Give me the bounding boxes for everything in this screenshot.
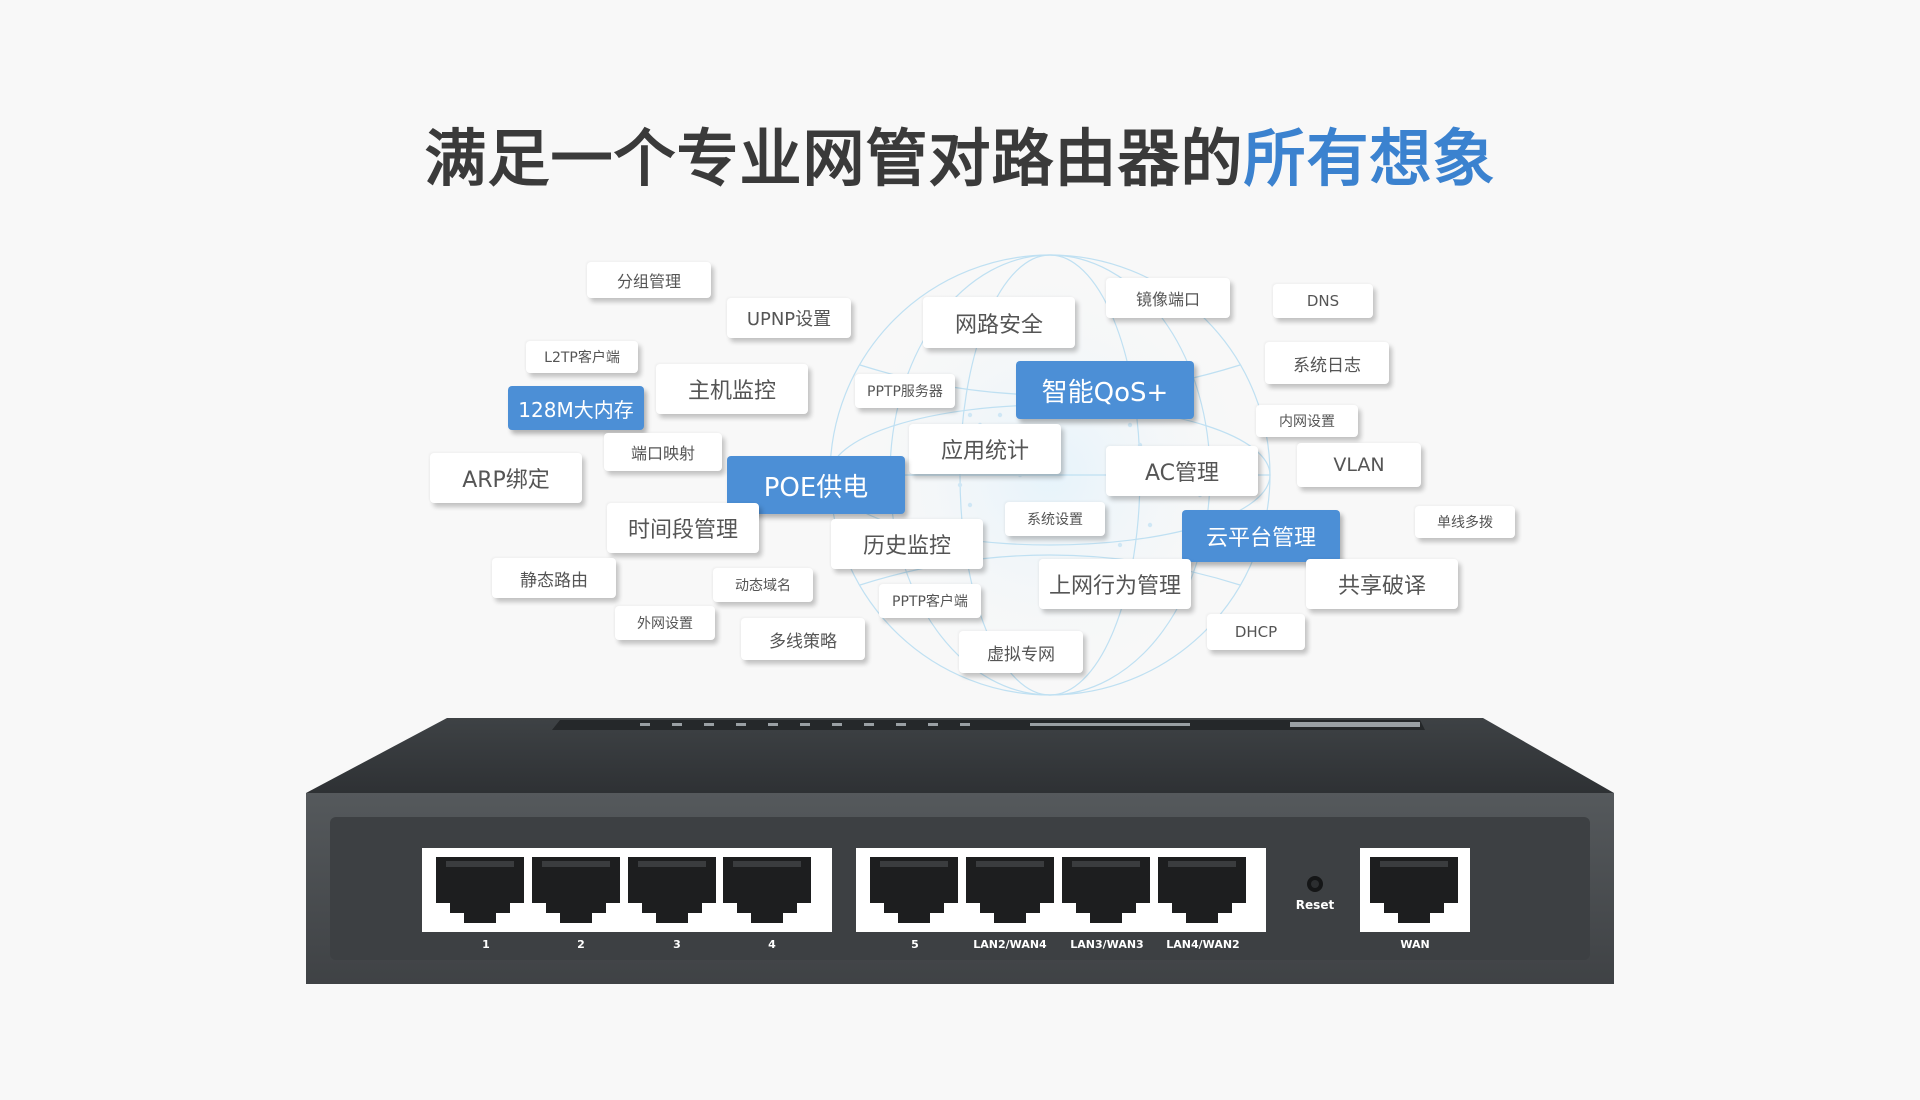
headline-highlight: 所有想象	[1243, 122, 1496, 195]
port-label: 2	[577, 938, 585, 951]
feature-tag: 多线策略	[741, 618, 865, 660]
headline: 满足一个专业网管对路由器的所有想象	[0, 108, 1920, 198]
port-label: LAN2/WAN4	[973, 938, 1047, 951]
reset-label: Reset	[1295, 898, 1335, 912]
feature-tag: 镜像端口	[1106, 278, 1230, 318]
feature-tag: 单线多拨	[1415, 506, 1515, 538]
port-label: LAN3/WAN3	[1070, 938, 1144, 951]
port-label: LAN4/WAN2	[1166, 938, 1240, 951]
ethernet-port-icon	[628, 857, 716, 923]
feature-tag: ARP绑定	[430, 453, 582, 503]
ethernet-port-icon	[436, 857, 524, 923]
ethernet-port-icon	[723, 857, 811, 923]
feature-tag: 内网设置	[1256, 405, 1358, 437]
feature-tag: PPTP服务器	[855, 374, 955, 408]
feature-tag: 动态域名	[713, 568, 813, 602]
ethernet-port-icon	[1158, 857, 1246, 923]
feature-tag: 虚拟专网	[959, 631, 1083, 673]
feature-tag: DNS	[1273, 284, 1373, 318]
feature-tag: 网路安全	[923, 297, 1075, 348]
feature-tag: 上网行为管理	[1039, 559, 1191, 609]
feature-tag: 端口映射	[604, 433, 722, 471]
feature-tag: 主机监控	[656, 364, 808, 414]
feature-tag: UPNP设置	[727, 298, 851, 338]
feature-tag: 应用统计	[909, 424, 1061, 474]
router-top-face	[306, 718, 1614, 793]
port-label: 4	[768, 938, 776, 951]
feature-tag: 系统设置	[1005, 502, 1105, 536]
feature-tag: 历史监控	[831, 519, 983, 569]
wan-label: WAN	[1400, 938, 1430, 951]
feature-tag: L2TP客户端	[526, 341, 638, 373]
ethernet-port-icon	[1062, 857, 1150, 923]
feature-tag-highlight: 云平台管理	[1182, 510, 1340, 562]
feature-tag: 静态路由	[492, 558, 616, 598]
feature-tag: 时间段管理	[607, 503, 759, 553]
ethernet-port-icon	[532, 857, 620, 923]
ethernet-port-icon	[1370, 857, 1458, 923]
feature-tag: VLAN	[1297, 443, 1421, 487]
feature-tag: 共享破译	[1306, 559, 1458, 609]
port-label: 1	[482, 938, 490, 951]
feature-tag: AC管理	[1106, 446, 1258, 496]
ethernet-port-icon	[966, 857, 1054, 923]
port-label: 5	[911, 938, 919, 951]
router-status-leds	[640, 722, 1420, 727]
feature-tag-highlight: 智能QoS+	[1016, 361, 1194, 419]
feature-tag: DHCP	[1207, 614, 1305, 650]
feature-tag: 系统日志	[1265, 342, 1389, 384]
port-label: 3	[673, 938, 681, 951]
feature-tag-highlight: 128M大内存	[508, 386, 644, 430]
ethernet-port-icon	[870, 857, 958, 923]
feature-tag: 外网设置	[615, 606, 715, 640]
feature-tag: 分组管理	[587, 262, 711, 298]
headline-main: 满足一个专业网管对路由器的	[424, 122, 1244, 195]
feature-tag: PPTP客户端	[879, 584, 981, 618]
